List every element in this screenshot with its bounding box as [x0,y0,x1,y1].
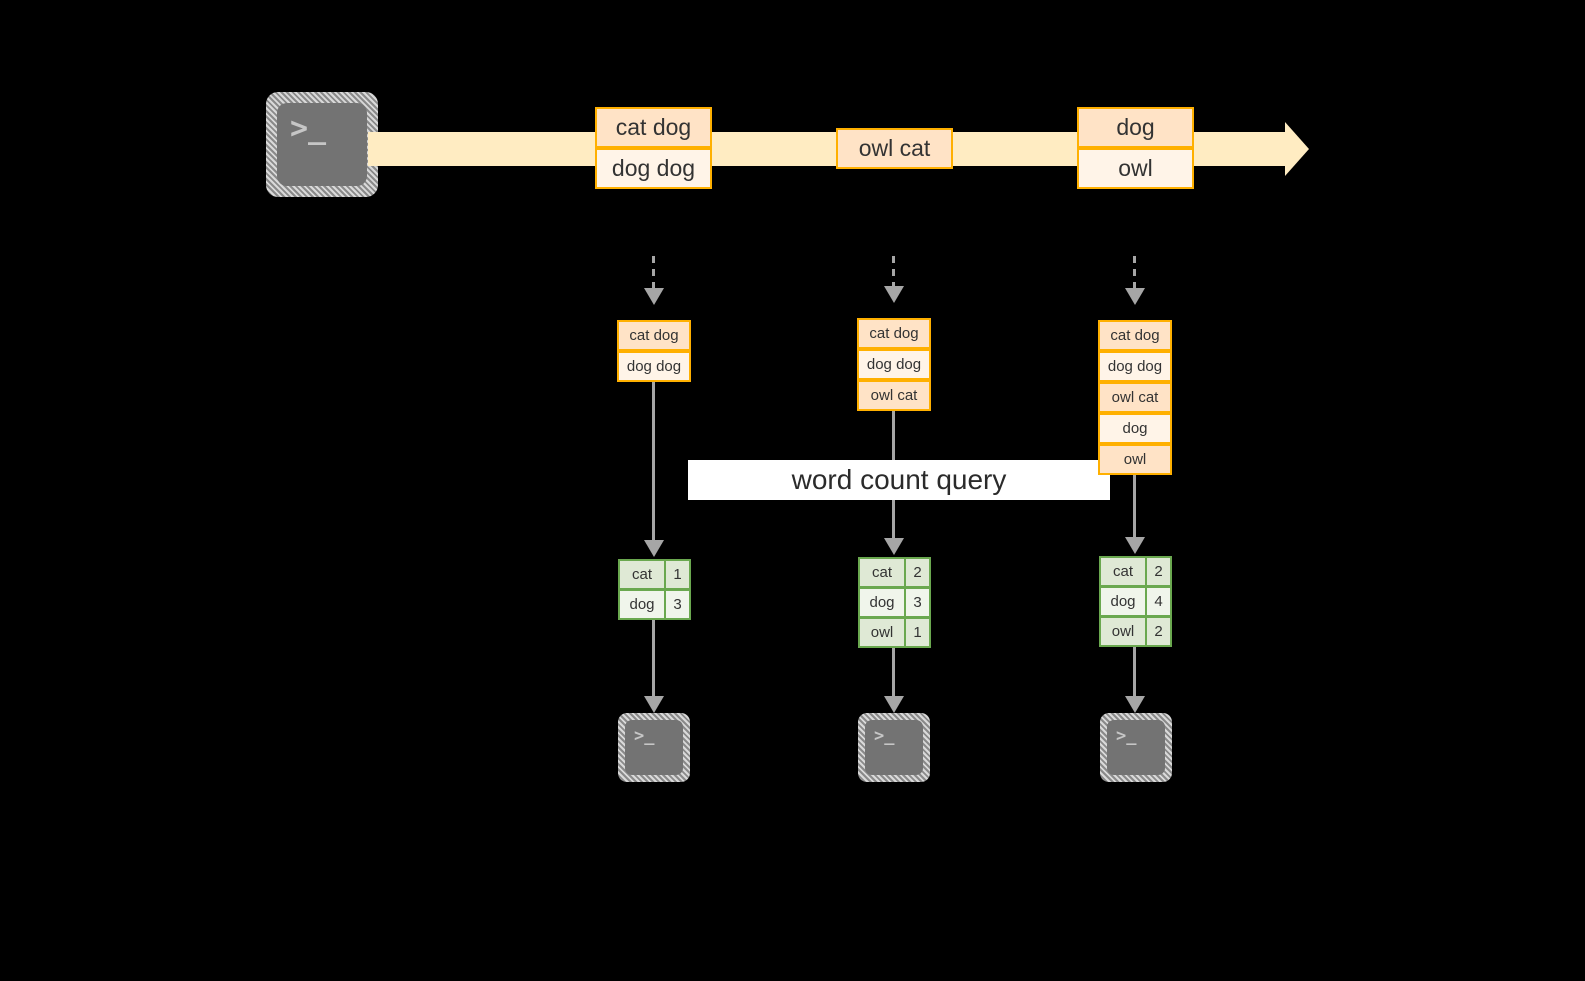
counts-to-sink-arrowhead-icon [644,696,664,713]
terminal-prompt-glyph: >_ [290,111,327,146]
buffer-to-counts-line [1133,475,1136,545]
terminal-prompt-glyph: >_ [634,726,655,746]
stage-ingest-dashed-line [1133,256,1136,294]
count-word-cell: dog [858,587,906,618]
count-word-cell: cat [618,559,666,590]
sink-terminal-icon: >_ [858,713,930,782]
terminal-prompt-glyph: >_ [1116,726,1137,746]
count-value-cell: 1 [664,559,691,590]
counts-to-sink-arrowhead-icon [1125,696,1145,713]
count-value-cell: 2 [1145,556,1172,587]
buffer-to-counts-arrowhead-icon [644,540,664,557]
counts-to-sink-arrowhead-icon [884,696,904,713]
buffer-to-counts-line [652,382,655,548]
count-word-cell: cat [1099,556,1147,587]
stream-message-line: owl [1077,148,1194,189]
stage-ingest-dashed-line [652,256,655,294]
count-value-cell: 2 [1145,616,1172,647]
count-word-cell: dog [1099,586,1147,617]
counts-to-sink-line [652,620,655,703]
stage-ingest-dashed-line [892,256,895,292]
terminal-screen: >_ [625,720,683,775]
count-value-cell: 3 [904,587,931,618]
stream-message-line: dog dog [595,148,712,189]
count-word-cell: owl [1099,616,1147,647]
stream-message-line: owl cat [836,128,953,169]
stream-message-line: dog [1077,107,1194,148]
counts-to-sink-line [1133,647,1136,703]
terminal-screen: >_ [277,103,367,186]
sink-terminal-icon: >_ [1100,713,1172,782]
stage-ingest-arrowhead-icon [884,286,904,303]
buffer-row: owl [1098,444,1172,475]
count-word-cell: dog [618,589,666,620]
buffer-row: owl cat [857,380,931,411]
query-label-band: word count query [688,460,1110,500]
count-value-cell: 2 [904,557,931,588]
stream-message-line: cat dog [595,107,712,148]
terminal-prompt-glyph: >_ [874,726,895,746]
terminal-screen: >_ [1107,720,1165,775]
count-value-cell: 1 [904,617,931,648]
buffer-to-counts-arrowhead-icon [884,538,904,555]
buffer-row: cat dog [617,320,691,351]
stream-arrowhead-icon [1285,122,1309,176]
buffer-row: dog dog [857,349,931,380]
count-word-cell: owl [858,617,906,648]
counts-to-sink-line [892,648,895,703]
sink-terminal-icon: >_ [618,713,690,782]
terminal-screen: >_ [865,720,923,775]
stage-ingest-arrowhead-icon [1125,288,1145,305]
source-terminal-icon: >_ [266,92,378,197]
buffer-row: dog [1098,413,1172,444]
buffer-row: cat dog [857,318,931,349]
count-value-cell: 3 [664,589,691,620]
buffer-row: dog dog [617,351,691,382]
buffer-row: dog dog [1098,351,1172,382]
buffer-to-counts-arrowhead-icon [1125,537,1145,554]
count-word-cell: cat [858,557,906,588]
buffer-row: owl cat [1098,382,1172,413]
count-value-cell: 4 [1145,586,1172,617]
stage-ingest-arrowhead-icon [644,288,664,305]
buffer-row: cat dog [1098,320,1172,351]
